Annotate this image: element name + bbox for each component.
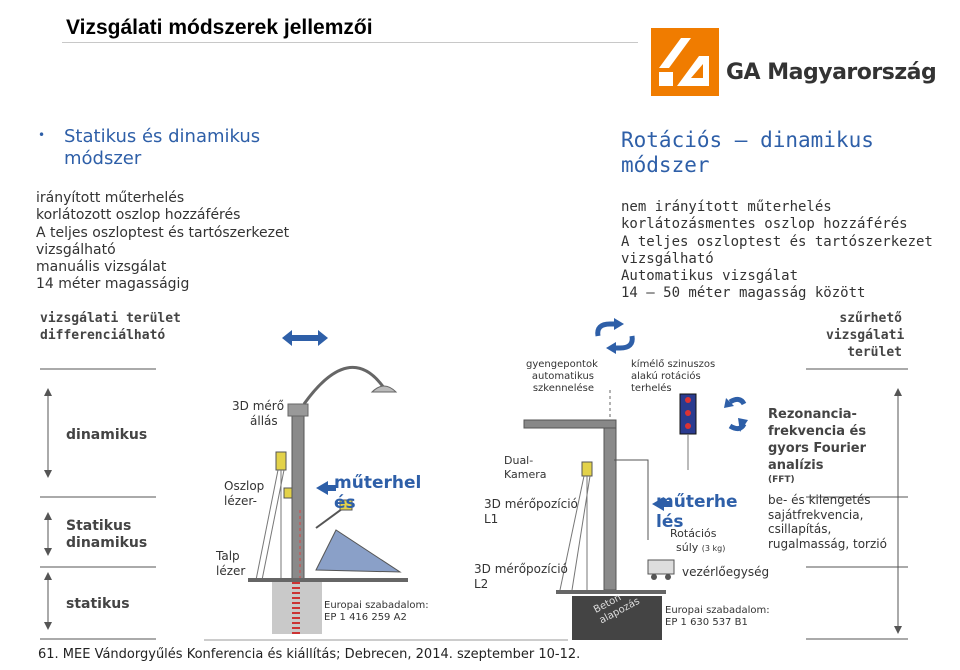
gyenge-line: szkennelése [532,383,594,394]
left-line: irányított műterhelés [36,190,185,206]
mid-patent-label: Europai szabadalom: EP 1 630 537 B1 [665,605,770,629]
oszlop-line: Oszlop [224,479,265,493]
l2-label: 3D mérőpozíció L2 [474,562,568,592]
ga-logo-icon [651,28,719,96]
l1-line: 3D mérőpozíció [484,497,578,511]
left-line: korlátozott oszlop hozzáférés [36,207,241,224]
rez-line: analízis [768,458,824,473]
muterhe-line: lés [656,512,684,532]
left-muterheles-label: műterhel és [334,473,421,513]
right-area-line: vizsgálati [826,328,905,343]
patent-line: Europai szabadalom: [324,600,429,611]
gyengepontok-label: gyengepontok automatikus szkennelése [526,359,598,395]
right-area-line: terület [847,345,902,360]
vezerloegyseg-label: vezérlőegység [682,565,770,579]
mid-muterheles-label: műterhe lés [656,492,738,532]
talp-lezer-label: Talp lézer [216,549,245,579]
right-line: A teljes oszloptest és tartószerkezet [621,233,933,250]
be-line: csillapítás, [768,522,832,536]
rotacios-suly-label: Rotációs súly (3 kg) [670,527,725,556]
right-line: vizsgálható [621,250,714,267]
right-heading: Rotációs – dinamikus módszer [621,128,874,178]
left-line: manuális vizsgálat [36,259,167,276]
title-divider [62,42,638,43]
left-heading-line: módszer [64,148,142,169]
page-title: Vizsgálati módszerek jellemzői [66,16,373,39]
bullet-icon: • [38,128,46,142]
kilengetes-label: be- és kilengetés sajátfrekvencia, csill… [768,493,887,551]
right-line: 14 – 50 méter magasság között [621,285,866,302]
right-description: nem irányított műterhelés korlátozásment… [621,199,933,303]
left-area-line: vizsgálati terület [40,311,181,326]
be-line: sajátfrekvencia, [768,507,864,522]
left-patent-label: Europai szabadalom: EP 1 416 259 A2 [324,600,429,624]
rez-line: Rezonancia- [768,407,857,422]
right-line: korlátozásmentes oszlop hozzáférés [621,216,908,233]
kimelo-label: kímélő szinuszos alakú rotációs terhelés [631,359,715,395]
right-area-line: szűrhető [839,311,902,326]
footer-text: 61. MEE Vándorgyűlés Konferencia és kiál… [38,647,581,662]
suly-text: súly [676,541,699,554]
right-area-label: szűrhető vizsgálati terület [826,310,905,361]
left-line: 14 méter magasságig [36,276,190,293]
level-statikus: statikus [66,596,130,612]
level-line: dinamikus [66,535,148,551]
talp-line: lézer [216,564,246,578]
patent-line: Europai szabadalom: [665,605,770,616]
left-area-label: vizsgálati terület differenciálható [40,310,181,344]
right-line: Automatikus vizsgálat [621,268,799,285]
muterhel-line: és [334,493,356,513]
level-line: Statikus [66,518,132,534]
right-heading-line: Rotációs – dinamikus [621,128,874,152]
rezonancia-label: Rezonancia- frekvencia és gyors Fourier … [768,406,866,486]
rez-line: frekvencia és [768,424,867,439]
fft-label: (FFT) [768,475,795,485]
oszlop-line: lézer- [224,494,257,508]
patent-line: EP 1 416 259 A2 [324,612,407,623]
mero-allas-label: 3D mérő állás [232,399,284,429]
talp-line: Talp [216,549,240,563]
right-heading-line: módszer [621,153,710,177]
mero-line: 3D mérő [232,399,285,413]
left-line: vizsgálható [36,241,116,258]
patent-line: EP 1 630 537 B1 [665,617,748,628]
muterhe-line: műterhe [656,492,738,512]
mero-line: állás [250,414,278,428]
right-line: nem irányított műterhelés [621,199,832,215]
muterhel-line: műterhel [334,473,422,493]
gyenge-line: automatikus [531,371,594,382]
be-line: rugalmasság, torzió [768,536,887,551]
level-dinamikus: dinamikus [66,427,148,443]
dual-line: Dual- [504,454,534,467]
l1-label: 3D mérőpozíció L1 [484,497,578,527]
rotacios-line: Rotációs [670,527,717,540]
left-description: irányított műterhelés korlátozott oszlop… [36,190,289,294]
left-line: A teljes oszloptest és tartószerkezet [36,224,290,241]
oszlop-lezer-label: Oszlop lézer- [224,479,264,509]
left-area-line: differenciálható [40,328,166,343]
l2-line: L2 [474,577,489,591]
dual-kamera-label: Dual- Kamera [504,454,547,482]
l2-line: 3D mérőpozíció [474,562,568,576]
left-heading-line: Statikus és dinamikus [64,126,261,147]
gyenge-line: gyengepontok [526,359,598,370]
be-line: be- és kilengetés [768,493,871,507]
kimelo-line: terhelés [631,383,672,394]
suly-unit: (3 kg) [701,544,726,553]
l1-line: L1 [484,512,499,526]
kimelo-line: alakú rotációs [631,371,701,382]
rez-line: gyors Fourier [768,441,867,456]
left-heading: Statikus és dinamikus módszer [64,126,260,170]
level-statikus-dinamikus: Statikus dinamikus [66,518,147,552]
logo-text: GA Magyarország [726,60,937,85]
dual-line: Kamera [504,468,547,481]
kimelo-line: kímélő szinuszos [631,359,716,370]
